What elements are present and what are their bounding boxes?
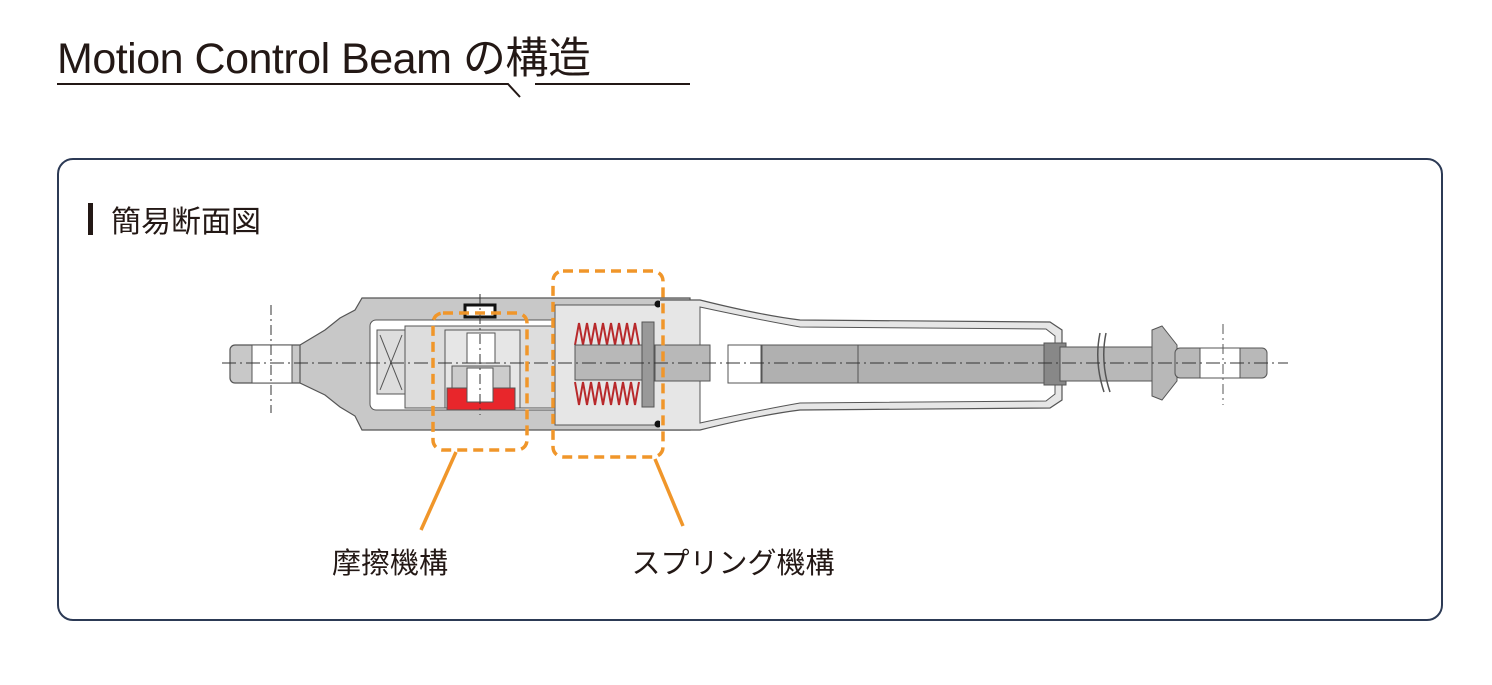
section-heading: 簡易断面図 — [88, 197, 261, 241]
spring-mechanism-label: スプリング機構 — [631, 546, 835, 580]
page-title: Motion Control Beam の構造 — [57, 35, 591, 83]
spring-leader — [653, 458, 685, 527]
spring-bottom — [574, 381, 640, 406]
friction-mechanism-label: 摩擦機構 — [331, 546, 449, 580]
beam-rod — [761, 344, 1051, 384]
heading-bar — [88, 203, 93, 235]
friction-highlight — [431, 311, 529, 452]
break-mark — [1097, 332, 1111, 393]
diagram-card — [57, 158, 1443, 621]
title-underline — [57, 83, 690, 98]
friction-leader — [419, 451, 458, 531]
section-heading-text: 簡易断面図 — [111, 205, 261, 240]
